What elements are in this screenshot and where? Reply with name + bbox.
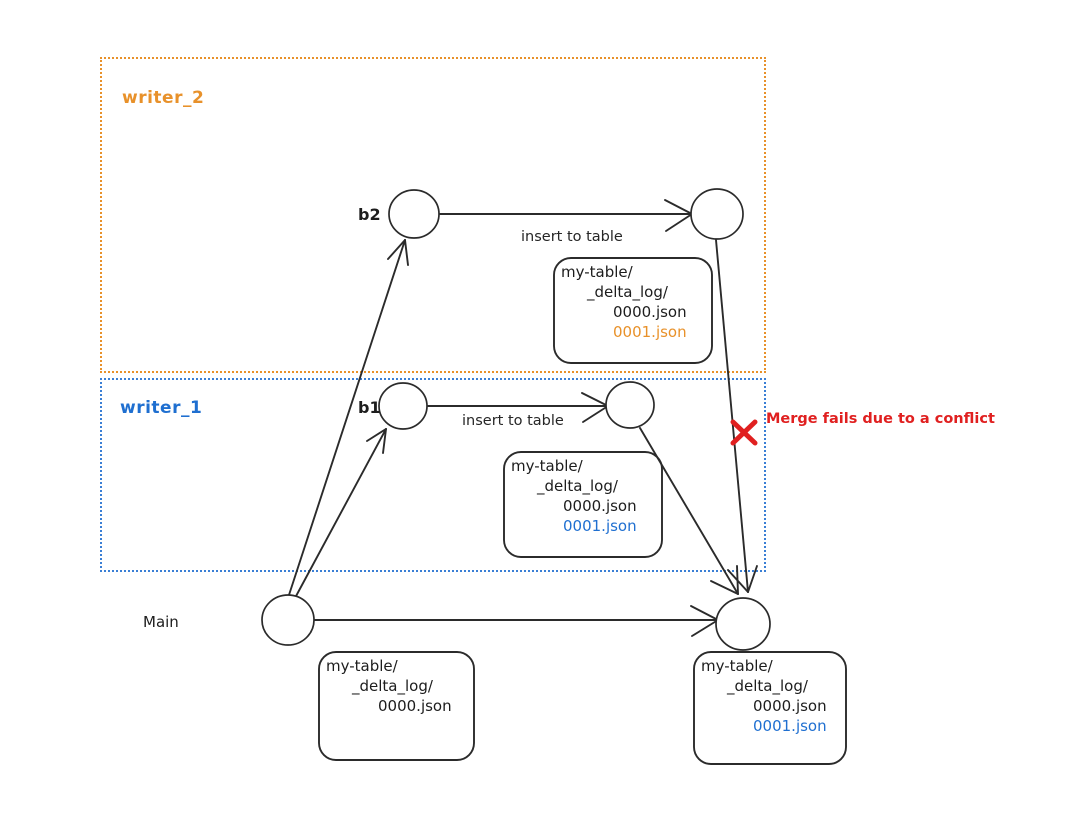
branch-label-main: Main [143,613,179,631]
node-label-b2: b2 [358,205,381,224]
edge-b2-commit-arrowhead-top [664,199,693,215]
file-tree-line: my-table/ [561,263,633,281]
file-tree-box-main-start [318,651,475,761]
file-tree-box-main-merge [693,651,847,765]
file-tree-line-highlight: 0001.json [753,717,827,735]
edge-b1-to-merge-arrowhead-right [736,565,739,595]
edge-b2-to-merge [715,239,749,593]
file-tree-line: my-table/ [326,657,398,675]
edge-label-writer-1-commit: insert to table [462,413,564,429]
swimlane-label-writer-1: writer_1 [120,398,203,418]
edge-main-to-b1 [294,428,387,599]
file-tree-line: 0000.json [563,497,637,515]
file-tree-line: _delta_log/ [727,677,808,695]
file-tree-line: 0000.json [613,303,687,321]
file-tree-box-writer-2 [553,257,713,364]
edge-b1-to-merge [639,427,739,595]
edge-main-to-b1-arrowhead-left [366,428,387,442]
node-b2-end[interactable] [690,188,744,240]
file-tree-line: _delta_log/ [587,283,668,301]
edge-b2-commit-arrowhead-bottom [665,213,693,232]
file-tree-main-merge: my-table/ _delta_log/ 0000.json 0001.jso… [701,656,843,736]
file-tree-line: _delta_log/ [352,677,433,695]
file-tree-main-start: my-table/ _delta_log/ 0000.json [326,656,470,716]
node-b1-end[interactable] [605,381,655,429]
file-tree-writer-2: my-table/ _delta_log/ 0000.json 0001.jso… [561,262,707,342]
swimlane-writer-2 [100,57,766,373]
node-label-b1: b1 [358,398,381,417]
swimlane-label-writer-2: writer_2 [122,88,205,108]
edge-main-to-merge-arrowhead-top [690,605,719,621]
edge-main-to-b2 [287,239,406,599]
file-tree-line: 0000.json [378,697,452,715]
conflict-message: Merge fails due to a conflict [766,411,995,427]
file-tree-line: 0000.json [753,697,827,715]
node-main-merge[interactable] [715,597,771,651]
edge-b1-commit-arrowhead-top [581,392,609,407]
file-tree-box-writer-1 [503,451,663,558]
x-mark-icon [730,419,758,446]
file-tree-line-highlight: 0001.json [563,517,637,535]
edge-main-to-merge-arrowhead-bottom [691,619,719,637]
node-b2-start[interactable] [388,189,440,239]
edge-b2-to-merge-arrowhead-right [747,565,758,593]
edge-main-to-b2-arrowhead-left [387,239,406,260]
file-tree-writer-1: my-table/ _delta_log/ 0000.json 0001.jso… [511,456,657,536]
edge-main-to-b2-arrowhead-right [404,239,409,266]
file-tree-line: my-table/ [701,657,773,675]
swimlane-writer-1 [100,378,766,572]
file-tree-line: my-table/ [511,457,583,475]
edge-b1-commit-arrowhead-bottom [582,405,609,423]
node-b1-start[interactable] [378,382,428,430]
node-main-start[interactable] [261,594,315,646]
file-tree-line-highlight: 0001.json [613,323,687,341]
edge-main-to-b1-arrowhead-right [382,428,387,454]
file-tree-line: _delta_log/ [537,477,618,495]
edge-b1-to-merge-arrowhead-left [710,580,739,595]
edge-label-writer-2-commit: insert to table [521,229,623,245]
